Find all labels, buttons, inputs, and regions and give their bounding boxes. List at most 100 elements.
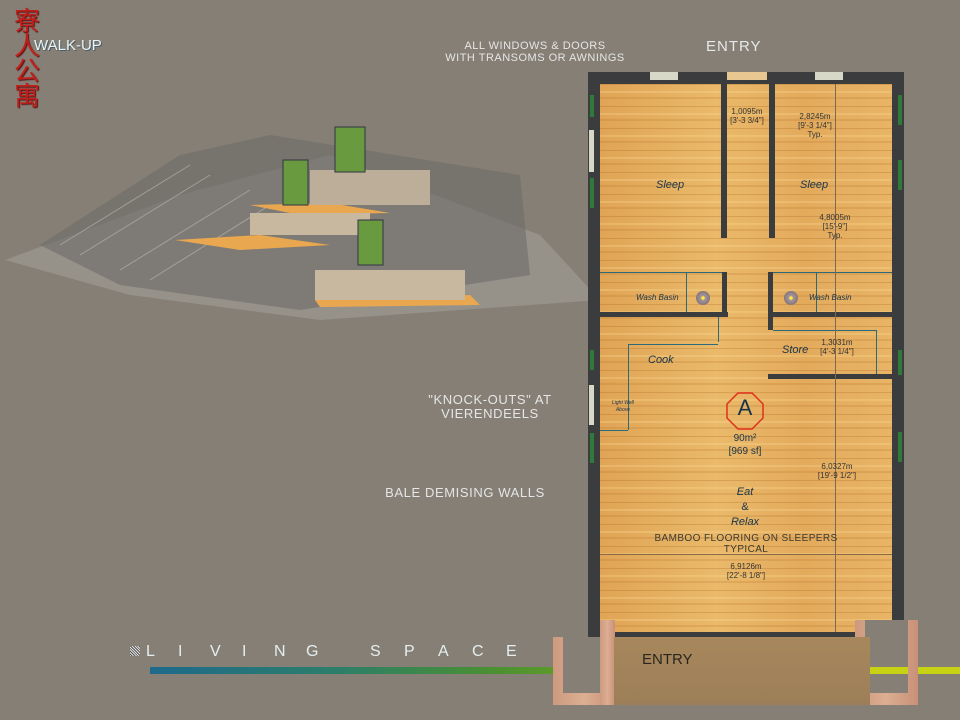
window <box>589 385 594 425</box>
transom <box>650 72 678 80</box>
windows-note-line: WITH TRANSOMS OR AWNINGS <box>445 52 625 64</box>
wall <box>768 312 892 317</box>
dim-text: Typ. <box>827 231 843 240</box>
dim-text: [19'-9 1/2"] <box>817 471 857 480</box>
dim-text: [22'-8 1/8"] <box>726 571 766 580</box>
counter-line <box>628 344 718 345</box>
dim-text: [9'-3 1/4"] <box>798 121 832 130</box>
window <box>590 433 594 463</box>
room-sleep-right: Sleep <box>800 179 829 191</box>
dim-text: 2,8245m <box>799 112 831 121</box>
windows-note: ALL WINDOWS & DOORS WITH TRANSOMS OR AWN… <box>430 40 640 64</box>
dimension-d6: 6,9126m[22'-8 1/8"] <box>716 562 776 580</box>
flooring-line: TYPICAL <box>723 544 769 555</box>
wall <box>768 272 773 330</box>
knockouts-note: "KNOCK-OUTS" AT VIERENDEELS <box>395 393 585 421</box>
letter: G <box>306 643 319 660</box>
logo-calligraphy: 寮人公寓 <box>14 7 41 112</box>
fixture-line <box>773 272 892 273</box>
dim-text: 4,8005m <box>819 213 851 222</box>
fixture-line <box>816 272 817 312</box>
room-store: Store <box>782 344 809 356</box>
dim-text: Typ. <box>807 130 823 139</box>
page-title: WALK-UP <box>34 37 102 54</box>
flooring-note: BAMBOO FLOORING ON SLEEPERS TYPICAL <box>600 533 892 555</box>
letter: I <box>242 643 247 660</box>
planter-void <box>563 637 605 693</box>
letter: E <box>506 643 517 660</box>
dimension-d5: 6,0327m[19'-9 1/2"] <box>807 462 867 480</box>
bale-note: BALE DEMISING WALLS <box>385 485 545 500</box>
knockouts-line: "KNOCK-OUTS" AT <box>428 392 552 407</box>
store-outline <box>773 330 877 374</box>
dim-text: [3'-3 3/4"] <box>730 116 764 125</box>
lime-bar <box>870 667 908 674</box>
knockouts-line: VIERENDEELS <box>441 406 539 421</box>
wall <box>768 374 892 379</box>
transom <box>815 72 843 80</box>
counter-line <box>718 317 719 342</box>
dim-text: 1,3031m <box>821 338 853 347</box>
window <box>898 95 902 125</box>
entry-bottom-label: ENTRY <box>642 651 693 668</box>
letter: L <box>146 643 155 660</box>
flooring-line: BAMBOO FLOORING ON SLEEPERS <box>654 533 838 544</box>
lightwell-line: Above <box>615 407 631 413</box>
unit-label: A <box>737 395 753 420</box>
lightwell-label: Light Well Above <box>612 400 634 414</box>
area-sf: [969 sf] <box>728 446 762 457</box>
planter-void <box>865 620 908 693</box>
window <box>590 350 594 370</box>
entry-planter-left <box>600 620 615 705</box>
dim-text: 6,9126m <box>730 562 762 571</box>
room-sleep-left: Sleep <box>656 179 685 191</box>
model-core <box>357 219 384 266</box>
letter: C <box>472 643 484 660</box>
floor-plan: Sleep Sleep Wash Basin Wash Basin Cook S… <box>600 84 892 632</box>
letter: A <box>438 643 449 660</box>
dimension-line <box>600 554 892 555</box>
letter: P <box>404 643 415 660</box>
eat-label: Eat <box>736 486 754 498</box>
area-m: 90m² <box>733 433 757 444</box>
room-cook: Cook <box>648 354 674 366</box>
unit-marker-octagon <box>726 392 764 430</box>
letter: S <box>370 643 381 660</box>
transom <box>727 72 767 80</box>
room-wash-left: Wash Basin <box>636 293 679 302</box>
window <box>898 160 902 190</box>
model-core <box>334 126 366 173</box>
letter: V <box>210 643 221 660</box>
checker-icon <box>130 646 140 656</box>
window <box>898 432 902 462</box>
wash-basin-icon <box>696 291 710 305</box>
counter-line <box>600 430 628 431</box>
dimension-d2: 2,8245m[9'-3 1/4"]Typ. <box>785 112 845 139</box>
model-wall <box>315 270 465 300</box>
entry-top-label: ENTRY <box>706 38 762 55</box>
dimension-d4: 1,3031m[4'-3 1/4"] <box>807 338 867 356</box>
model-floor <box>175 235 330 250</box>
window <box>590 95 594 117</box>
dimension-line <box>835 84 836 632</box>
counter-line <box>628 344 629 430</box>
letter: N <box>274 643 286 660</box>
wall <box>600 312 728 317</box>
fixture-line <box>600 272 722 273</box>
wall <box>722 272 727 317</box>
dimension-d3: 4,8005m[15'-9"]Typ. <box>805 213 865 240</box>
fixture-line <box>686 272 687 312</box>
model-core <box>282 159 309 206</box>
window <box>590 178 594 208</box>
model-wall <box>310 170 430 205</box>
dim-text: [4'-3 1/4"] <box>820 347 854 356</box>
wall <box>721 84 727 238</box>
dimension-d1: 1,0095m[3'-3 3/4"] <box>722 107 772 125</box>
wash-basin-icon <box>784 291 798 305</box>
relax-label: Relax <box>730 516 760 528</box>
dim-text: 6,0327m <box>821 462 853 471</box>
dim-text: 1,0095m <box>731 107 763 116</box>
letter: I <box>178 643 183 660</box>
amp-label: & <box>741 501 749 513</box>
